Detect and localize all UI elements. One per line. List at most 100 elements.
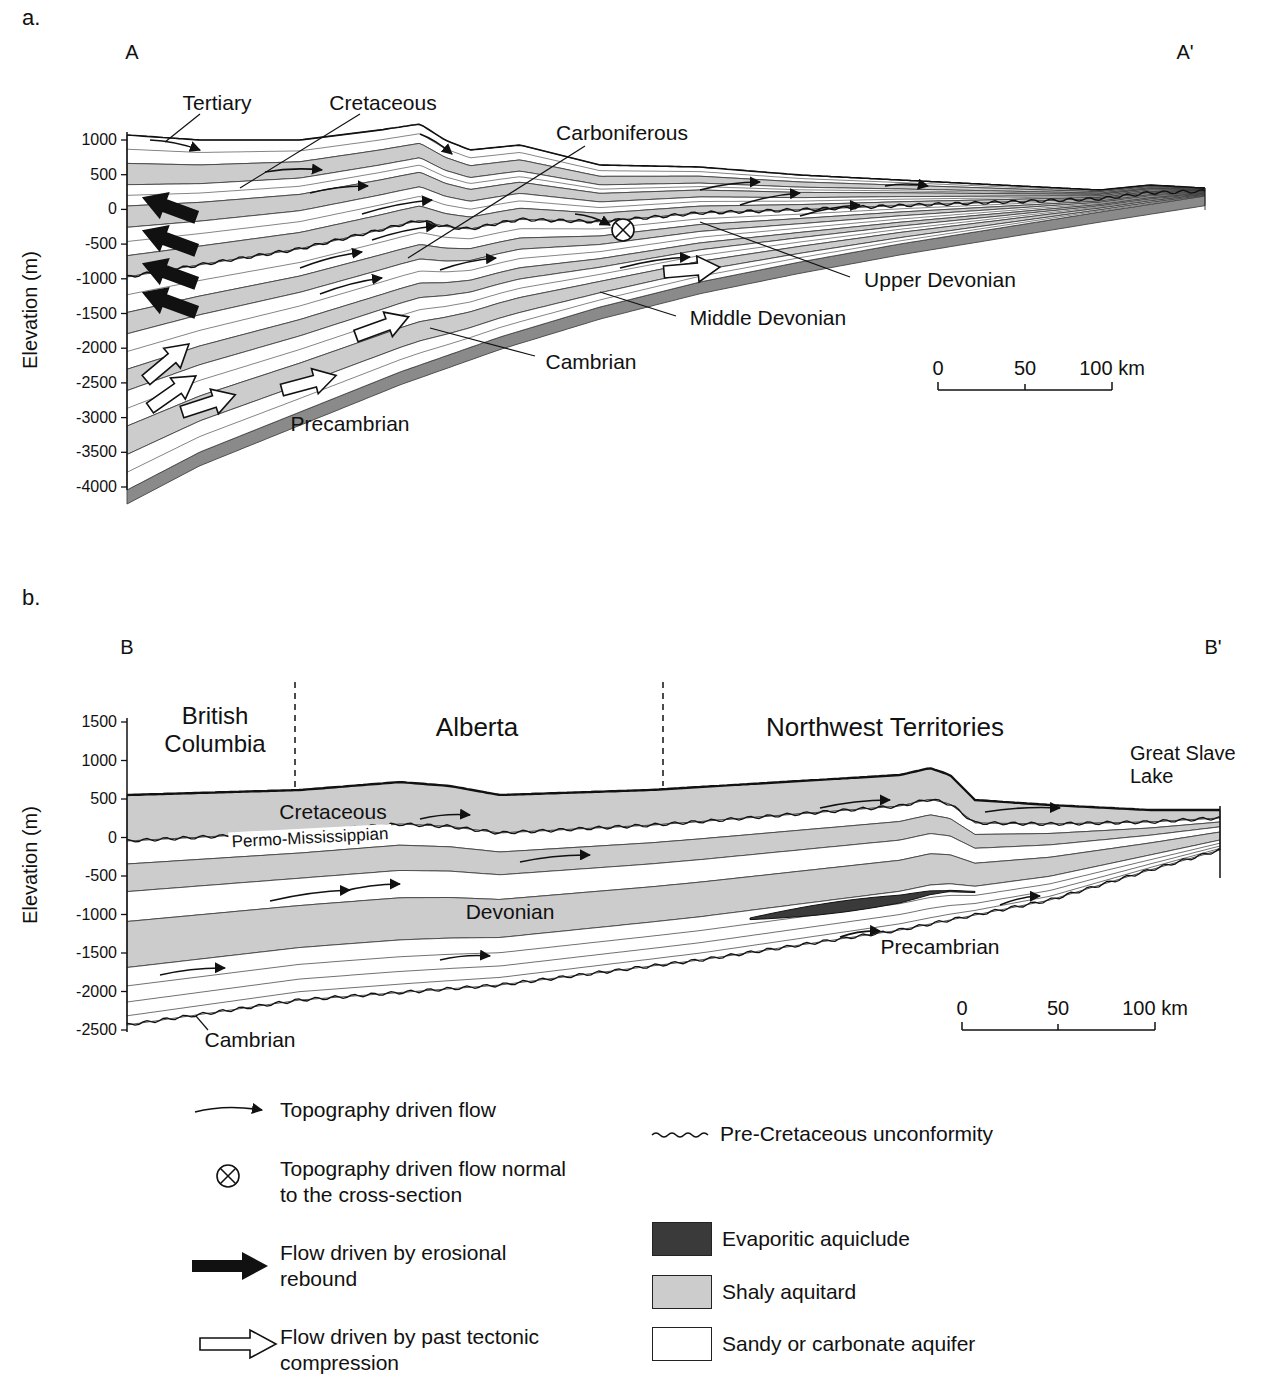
drawing-stroke	[279, 363, 340, 403]
figure-label: -2500	[76, 374, 117, 392]
drawing-stroke	[840, 931, 880, 937]
drawing-stroke	[121, 452, 127, 453]
flow-arrows	[138, 134, 1060, 975]
drawing-stroke	[700, 222, 850, 277]
legend-text: Pre-Cretaceous unconformity	[720, 1121, 993, 1147]
drawing-stroke	[430, 328, 535, 356]
drawing-stroke	[127, 165, 1205, 195]
drawing-stroke	[1205, 188, 1206, 210]
drawing-stroke	[121, 760, 127, 761]
drawing-stroke	[740, 193, 800, 205]
drawing-stroke	[352, 305, 414, 349]
figure-label: Carboniferous	[556, 121, 688, 145]
drawing-stroke	[139, 186, 201, 230]
legend-text: Topography driven flow normal to the cro…	[280, 1156, 580, 1209]
drawing-stroke	[121, 1029, 127, 1030]
drawing-stroke	[270, 890, 350, 901]
drawing-stroke	[127, 194, 1205, 408]
figure-label: Cretaceous	[276, 800, 389, 824]
figure-label: -1500	[76, 944, 117, 962]
figure-label: Middle Devonian	[690, 306, 846, 330]
figure-label: 1500	[81, 713, 117, 731]
drawing-stroke	[220, 1168, 236, 1184]
drawing-stroke	[352, 305, 414, 349]
drawing-stroke	[217, 1165, 239, 1187]
drawing-stroke	[121, 837, 127, 838]
drawing-stroke	[320, 278, 382, 294]
drawing-stroke	[121, 875, 127, 876]
figure-label: Precambrian	[880, 935, 999, 959]
legend-text: Shaly aquitard	[722, 1279, 856, 1305]
drawing-stroke	[700, 182, 760, 190]
figure-label: -1000	[76, 270, 117, 288]
drawing-stroke	[440, 956, 490, 961]
legend-text: Evaporitic aquiclude	[722, 1226, 910, 1252]
drawing-stroke	[196, 1016, 208, 1030]
drawing-stroke	[121, 243, 127, 244]
figure-label: Great Slave Lake	[1130, 742, 1260, 788]
legend-text: Flow driven by past tectonic compression	[280, 1324, 580, 1377]
axes	[127, 132, 1155, 1032]
drawing-stroke	[126, 132, 128, 490]
drawing-stroke	[192, 1252, 268, 1280]
figure-label: Cambrian	[545, 350, 636, 374]
figure-label: 500	[90, 165, 117, 183]
figure-label: Precambrian	[290, 412, 409, 436]
section-b-layers	[127, 768, 1220, 1025]
drawing-stroke	[121, 914, 127, 915]
figure-label: B'	[1204, 636, 1221, 659]
drawing-stroke	[165, 114, 200, 142]
drawing-stroke	[121, 382, 127, 383]
drawing-stroke	[662, 682, 664, 786]
drawing-stroke	[127, 194, 1205, 426]
figure-label: Elevation (m)	[19, 251, 42, 369]
drawing-stroke	[985, 808, 1060, 813]
legend-swatch	[652, 1222, 712, 1256]
figure-label: 1000	[81, 131, 117, 149]
drawing-stroke	[121, 139, 127, 140]
figure-label: a.	[22, 5, 40, 30]
drawing-stroke	[139, 252, 201, 296]
figure-label: Elevation (m)	[19, 806, 42, 924]
drawing-stroke	[127, 190, 1205, 277]
drawing-stroke	[126, 718, 128, 1032]
drawing-stroke	[750, 890, 975, 919]
figure-label: 0	[956, 997, 967, 1020]
drawing-stroke	[121, 486, 127, 487]
legend-swatch	[652, 1327, 712, 1361]
drawing-stroke	[820, 800, 890, 808]
drawing-stroke	[372, 226, 436, 240]
drawing-stroke	[139, 281, 201, 325]
drawing-stroke	[121, 798, 127, 799]
drawing-stroke	[127, 849, 1220, 1025]
figure-label: 50	[1014, 357, 1036, 380]
figure-label: 100 km	[1079, 357, 1145, 380]
drawing-stroke	[121, 209, 127, 210]
figure-label: Cretaceous	[329, 91, 436, 115]
figure-label: 500	[90, 790, 117, 808]
drawing-stroke	[1024, 384, 1026, 390]
figure-label: -500	[85, 235, 117, 253]
drawing-stroke	[127, 195, 1205, 490]
drawing-stroke	[121, 721, 127, 722]
legend-text: Topography driven flow	[280, 1097, 496, 1123]
drawing-stroke	[885, 184, 928, 186]
drawing-stroke	[600, 292, 676, 316]
figure-label: -3500	[76, 443, 117, 461]
figure-label: -2500	[76, 1021, 117, 1039]
drawing-stroke	[127, 848, 1220, 1015]
drawing-stroke	[121, 417, 127, 418]
figure-label: Tertiary	[183, 91, 252, 115]
drawing-stroke	[265, 169, 322, 172]
drawing-stroke	[663, 254, 721, 285]
figure-label: British Columbia	[140, 702, 290, 757]
figure-label: Upper Devonian	[864, 268, 1016, 292]
drawing-stroke	[220, 1168, 236, 1184]
drawing-stroke	[612, 219, 634, 241]
drawing-stroke	[408, 146, 585, 258]
drawing-stroke	[195, 1107, 262, 1112]
drawing-stroke	[139, 252, 201, 296]
drawing-stroke	[200, 1330, 276, 1358]
drawing-stroke	[139, 219, 201, 263]
section-a-layers	[127, 124, 1205, 504]
